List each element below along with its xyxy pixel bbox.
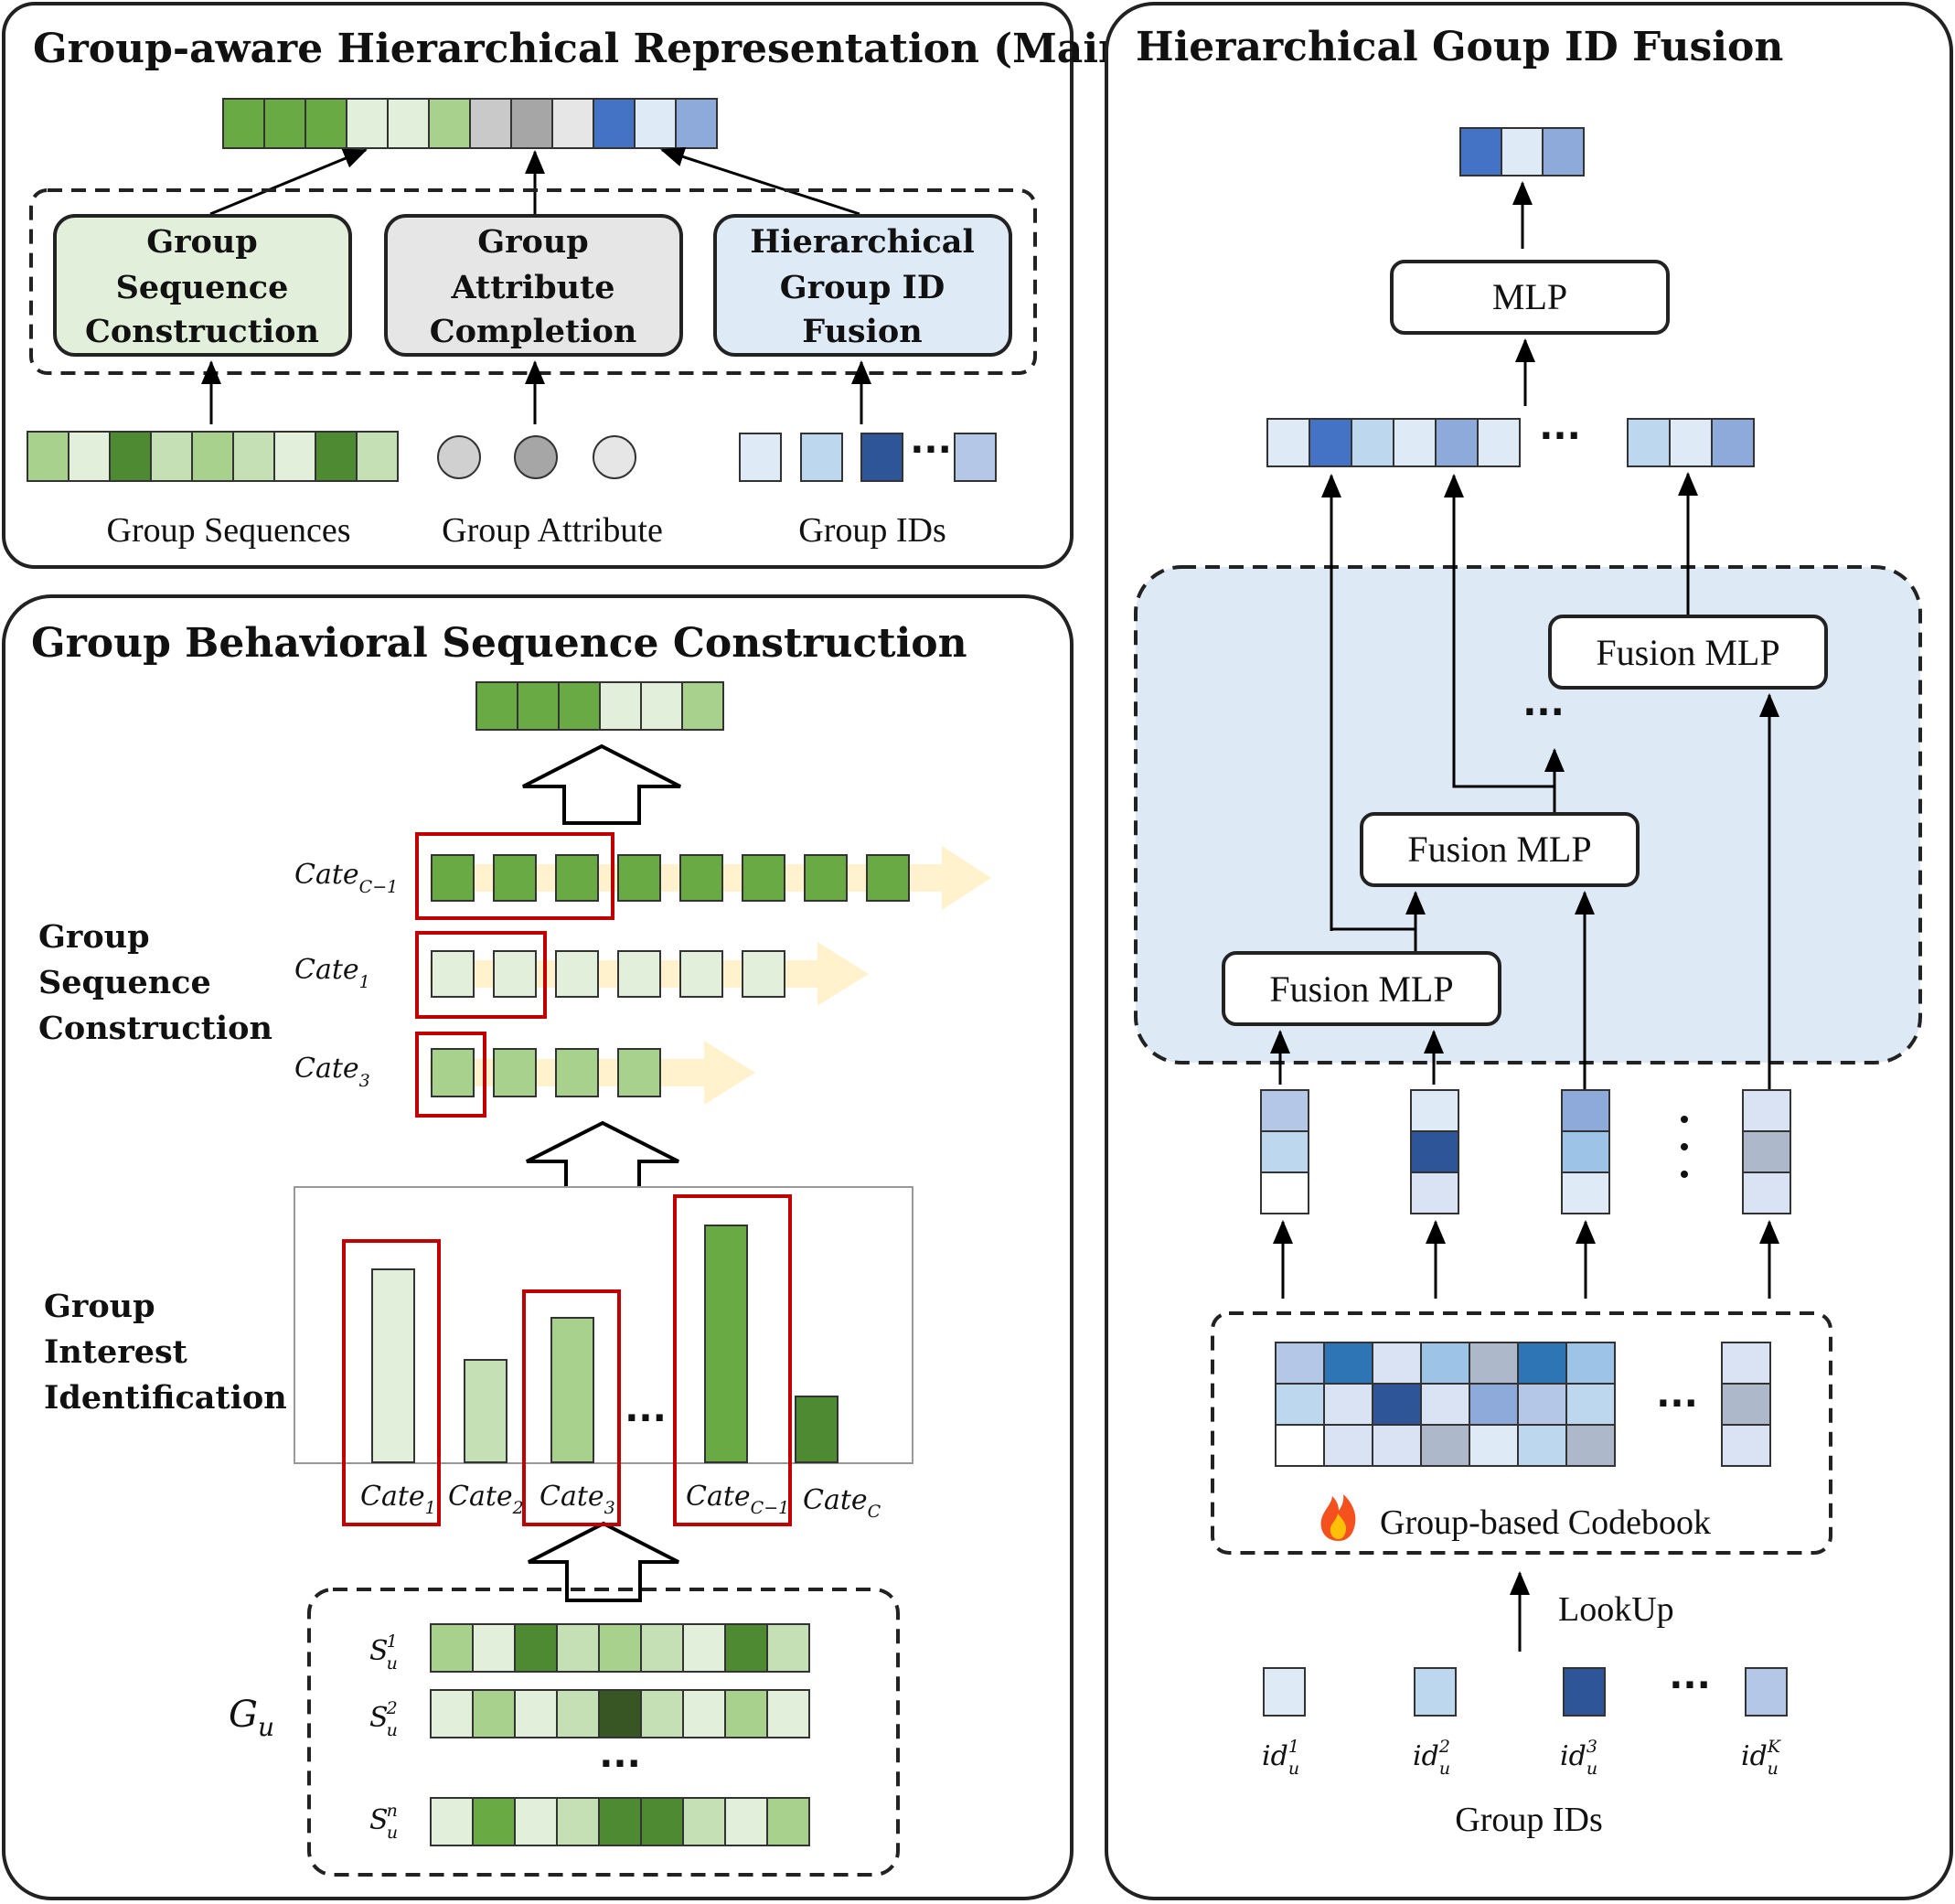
level-vector-3 (1561, 1089, 1610, 1214)
stage-seq-line1: Group (38, 918, 150, 956)
stage-interest-line3: Identification (44, 1379, 287, 1417)
module-attr-line1: Group (477, 223, 589, 261)
hollow-arrow-up (522, 743, 681, 825)
bar-cate-1 (371, 1268, 415, 1463)
tick-cate-c-minus-1: CateC−1 (686, 1481, 789, 1518)
group-id-inputs: ··· (1263, 1664, 1788, 1717)
fusion-panel-title: Hierarchical Goup ID Fusion (1136, 24, 1783, 70)
module-hierarchical-group-id-fusion: Hierarchical Group ID Fusion (713, 214, 1012, 357)
module-fuse-line1: Hierarchical (750, 223, 975, 261)
input-group-attribute (437, 435, 636, 479)
module-seq-line2: Sequence (116, 269, 289, 306)
interest-bar-chart: ··· Cate1 Cate2 Cate3 CateC−1 CateC (294, 1186, 913, 1526)
codebook-label: Group-based Codebook (1380, 1503, 1711, 1542)
bar-cate-c (795, 1396, 839, 1463)
cate-row-c-minus-1: CateC−1 (294, 832, 991, 920)
stage-interest-line2: Interest (44, 1333, 187, 1371)
cate-row-1: Cate1 (294, 931, 869, 1019)
input-group-sequences (27, 431, 399, 482)
cate-label: Cate1 (294, 954, 370, 992)
module-attr-line3: Completion (430, 313, 637, 350)
seq-ellipsis: ··· (599, 1743, 641, 1785)
stage-seq-line3: Construction (38, 1010, 272, 1047)
input-group-ids: ··· (739, 429, 997, 482)
id-ellipsis: ··· (1669, 1664, 1711, 1706)
fusion-mlp-label: Fusion MLP (1269, 968, 1453, 1010)
fusion-mlp-3: Fusion MLP (1548, 615, 1828, 690)
tick-cate-3: Cate3 (539, 1481, 615, 1518)
fusion-mlp-label: Fusion MLP (1596, 632, 1779, 673)
level-vector-2 (1410, 1089, 1459, 1214)
highlight-box (522, 1289, 621, 1526)
label-group-ids: Group IDs (798, 511, 945, 550)
tick-cate-2: Cate2 (448, 1481, 524, 1518)
fire-icon (1320, 1494, 1356, 1541)
lookup-label: LookUp (1558, 1590, 1674, 1629)
stage-seq-line2: Sequence (38, 964, 211, 1001)
sequence-panel: Group Behavioral Sequence Construction G… (2, 594, 1074, 1900)
vertical-ellipsis (1681, 1116, 1688, 1178)
module-fuse-line2: Group ID (780, 269, 945, 306)
label-group-sequences: Group Sequences (107, 511, 351, 550)
codebook-ellipsis: ··· (1656, 1383, 1698, 1425)
fusion-mlp-label: Fusion MLP (1407, 829, 1591, 870)
stage-interest-line1: Group (44, 1288, 155, 1325)
module-fuse-line3: Fusion (802, 313, 922, 350)
module-attr-line2: Attribute (451, 269, 615, 306)
highlight-box (415, 1032, 486, 1118)
fusion-mlp-2: Fusion MLP (1360, 812, 1640, 887)
highlight-box (673, 1194, 792, 1526)
highlight-box (415, 832, 614, 920)
seq-row-2 (430, 1689, 810, 1738)
module-seq-line1: Group (146, 223, 258, 261)
bar-cate-c-minus-1 (704, 1225, 748, 1463)
bar-ellipsis: ··· (625, 1397, 667, 1439)
fusion-ellipsis: ··· (1522, 691, 1565, 733)
main-panel: Group-aware Hierarchical Representation … (2, 2, 1147, 569)
module-seq-line3: Construction (85, 313, 319, 350)
group-symbol: Gu (229, 1694, 274, 1742)
bar-cate-3 (550, 1317, 594, 1463)
concat-embedding: ··· (1266, 415, 1755, 467)
tick-cate-1: Cate1 (360, 1481, 436, 1518)
highlight-box (415, 931, 547, 1019)
ids-ellipsis: ··· (910, 429, 952, 471)
cate-label: Cate3 (294, 1053, 370, 1091)
main-panel-title: Group-aware Hierarchical Representation … (33, 26, 1147, 72)
module-group-attribute-completion: Group Attribute Completion (384, 214, 683, 357)
seq-row-1 (430, 1623, 810, 1673)
fusion-mlp-1: Fusion MLP (1222, 951, 1501, 1026)
group-based-codebook: ··· Group-based Codebook (1211, 1311, 1832, 1555)
level-vector-1 (1260, 1089, 1309, 1214)
mlp-label: MLP (1492, 276, 1567, 317)
sequence-output-embedding (475, 681, 724, 731)
fusion-output-embedding (1459, 127, 1585, 176)
tick-cate-c: CateC (803, 1484, 881, 1522)
hollow-arrow-up (528, 1521, 679, 1602)
cate-label: CateC−1 (294, 859, 398, 897)
mlp-block: MLP (1390, 260, 1670, 335)
label-group-attribute: Group Attribute (442, 511, 663, 550)
output-embedding (222, 98, 718, 149)
highlight-box (342, 1239, 441, 1526)
group-ids-label: Group IDs (1455, 1801, 1602, 1839)
concat-ellipsis: ··· (1539, 415, 1581, 457)
cate-row-3: Cate3 (294, 1032, 755, 1118)
bar-cate-2 (464, 1359, 507, 1463)
seq-row-n (430, 1797, 810, 1846)
level-vector-k (1742, 1089, 1791, 1214)
fusion-panel: Hierarchical Goup ID Fusion MLP ··· (1105, 2, 1953, 1900)
sequence-panel-title: Group Behavioral Sequence Construction (31, 620, 967, 667)
module-group-sequence-construction: Group Sequence Construction (53, 214, 352, 357)
